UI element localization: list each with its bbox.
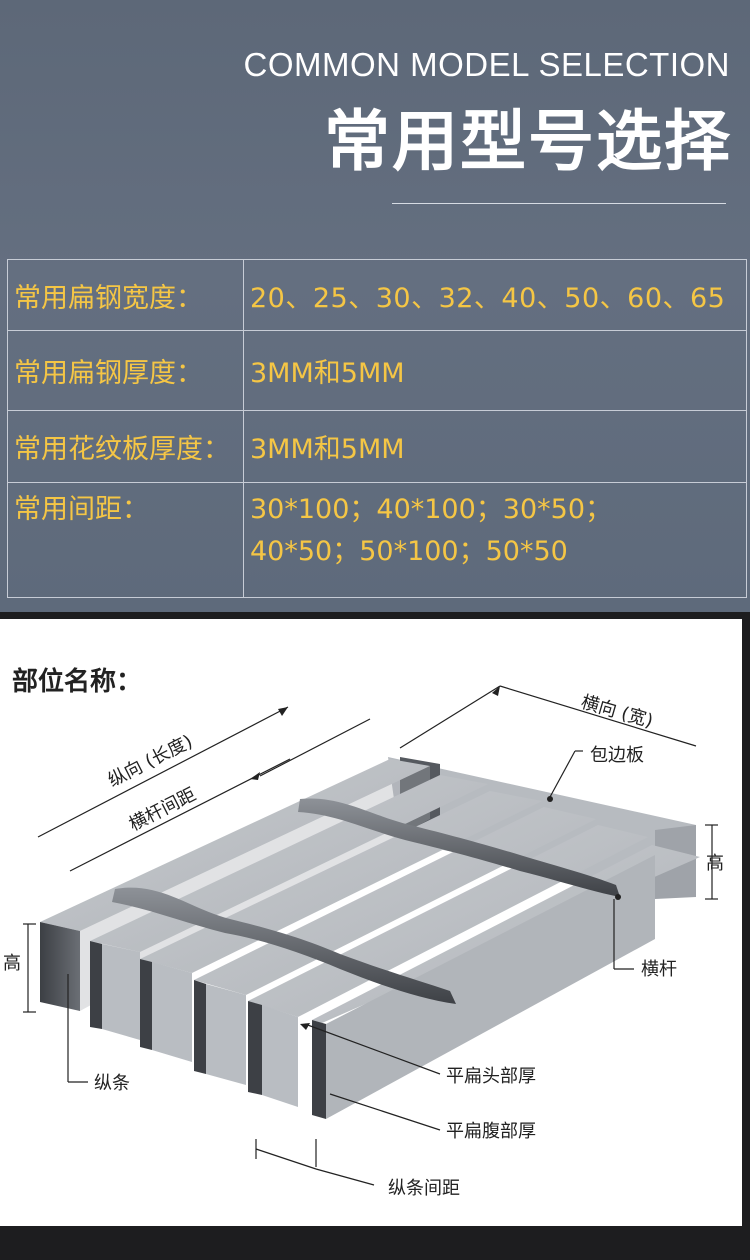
label-height-right: 高	[706, 853, 724, 874]
spec-value-spacing: 30*100；40*100；30*50； 40*50；50*100；50*50	[243, 482, 747, 598]
crossbar-front	[112, 887, 456, 1004]
label-crossbar: 横杆	[641, 959, 677, 980]
label-height-left: 高	[3, 953, 21, 974]
label-bearing-bar-spacing: 纵条间距	[388, 1178, 460, 1199]
label-edge-plate: 包边板	[590, 745, 644, 766]
title-divider	[392, 203, 726, 204]
diagram-panel: 部位名称：	[0, 619, 742, 1226]
diagram-title: 部位名称：	[12, 667, 143, 697]
table-row: 常用间距： 30*100；40*100；30*50； 40*50；50*100；…	[7, 482, 747, 598]
spec-value-bar-width: 20、25、30、32、40、50、60、65	[243, 259, 747, 331]
spec-table: 常用扁钢宽度： 20、25、30、32、40、50、60、65 常用扁钢厚度： …	[7, 259, 747, 598]
table-row: 常用花纹板厚度： 3MM和5MM	[7, 410, 747, 483]
english-title: COMMON MODEL SELECTION	[243, 46, 730, 83]
chinese-title: 常用型号选择	[324, 103, 732, 180]
label-flat-belly-thickness: 平扁腹部厚	[446, 1121, 536, 1142]
label-crossbar-spacing: 横杆间距	[126, 784, 200, 835]
table-row: 常用扁钢宽度： 20、25、30、32、40、50、60、65	[7, 259, 747, 331]
spec-label-bar-thickness: 常用扁钢厚度：	[7, 330, 244, 411]
label-flat-head-thickness: 平扁头部厚	[446, 1066, 536, 1087]
grating-diagram: 横向 (宽) 纵向 (长度) 横杆间距 包边板 高 高 横杆 纵条 平扁头部厚 …	[3, 685, 724, 1199]
spec-label-plate-thickness: 常用花纹板厚度：	[7, 410, 244, 483]
header-panel: COMMON MODEL SELECTION 常用型号选择 常用扁钢宽度： 20…	[0, 0, 750, 612]
label-bearing-bar: 纵条	[94, 1073, 130, 1094]
spec-value-spacing-line2: 40*50；50*100；50*50	[250, 536, 568, 567]
dimension-lines	[23, 685, 718, 1186]
crossbar-back	[298, 798, 620, 897]
spec-value-plate-thickness: 3MM和5MM	[243, 410, 747, 483]
spec-label-spacing: 常用间距：	[7, 482, 244, 598]
spec-value-bar-thickness: 3MM和5MM	[243, 330, 747, 411]
spec-label-bar-width: 常用扁钢宽度：	[7, 259, 244, 331]
label-transverse-width: 横向 (宽)	[579, 692, 656, 733]
spec-value-spacing-line1: 30*100；40*100；30*50；	[250, 494, 612, 525]
crossbars	[112, 798, 620, 1004]
dimension-arrows	[250, 686, 621, 1030]
table-row: 常用扁钢厚度： 3MM和5MM	[7, 330, 747, 411]
